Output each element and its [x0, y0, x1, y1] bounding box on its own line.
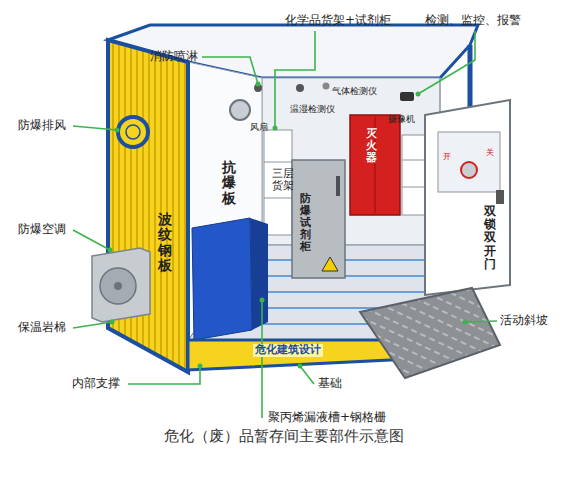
leader-dots [108, 82, 468, 369]
part-label: 波纹钢板 [158, 212, 172, 274]
part-label: 温湿检测仪 [290, 104, 335, 114]
air-conditioner [92, 248, 150, 322]
part-label: 风扇 [250, 122, 268, 132]
figure-caption: 危化（废）品暂存间主要部件示意图 [0, 428, 567, 445]
part-label: 气体检测仪 [332, 86, 377, 96]
red-cabinet [350, 115, 400, 215]
lock [496, 190, 504, 204]
callout-label: 消防喷淋 [150, 50, 198, 64]
callout-label: 防爆排风 [18, 119, 66, 133]
double-door [425, 100, 510, 295]
callout-label: 基础 [318, 377, 342, 391]
frame-post [468, 45, 473, 112]
gas-detector [323, 83, 330, 90]
part-label: 双锁双开门 [484, 205, 496, 271]
switch [461, 162, 477, 178]
back-wall [262, 78, 440, 245]
callout-label: 内部支撑 [72, 377, 120, 391]
part-label: 灭火器 [366, 128, 377, 164]
reagent-cabinet [292, 160, 345, 278]
switch-label: 开 [443, 152, 451, 161]
callout-label: 聚丙烯漏液槽+钢格栅 [268, 411, 386, 425]
callout-label: 防爆空调 [18, 223, 66, 237]
sprinkler [296, 84, 304, 92]
callout-label: 检测、监控、报警 [425, 14, 521, 28]
callout-label: 活动斜坡 [500, 314, 548, 328]
callout-label: 化学品货架+试剂柜 [285, 14, 391, 28]
warning-sign [322, 257, 338, 271]
switch-label: 关 [486, 148, 494, 157]
blue-block [192, 218, 252, 340]
watermark: 危化建筑设计 [253, 344, 323, 357]
control-panel [438, 132, 500, 192]
callout-label: 保温岩棉 [18, 321, 66, 335]
blue-block-side [250, 218, 268, 330]
fan [230, 100, 250, 120]
corrugated-wall [108, 40, 188, 372]
blast-wall [188, 62, 262, 340]
part-label: 摄像机 [388, 114, 415, 124]
camera [400, 92, 414, 101]
leader-lines [73, 31, 497, 418]
part-label: 抗爆板 [222, 160, 236, 206]
exhaust-vent [118, 117, 148, 147]
part-label: 三层货架 [272, 168, 294, 192]
part-label: 防爆试剂柜 [300, 193, 311, 253]
ramp [360, 288, 500, 378]
